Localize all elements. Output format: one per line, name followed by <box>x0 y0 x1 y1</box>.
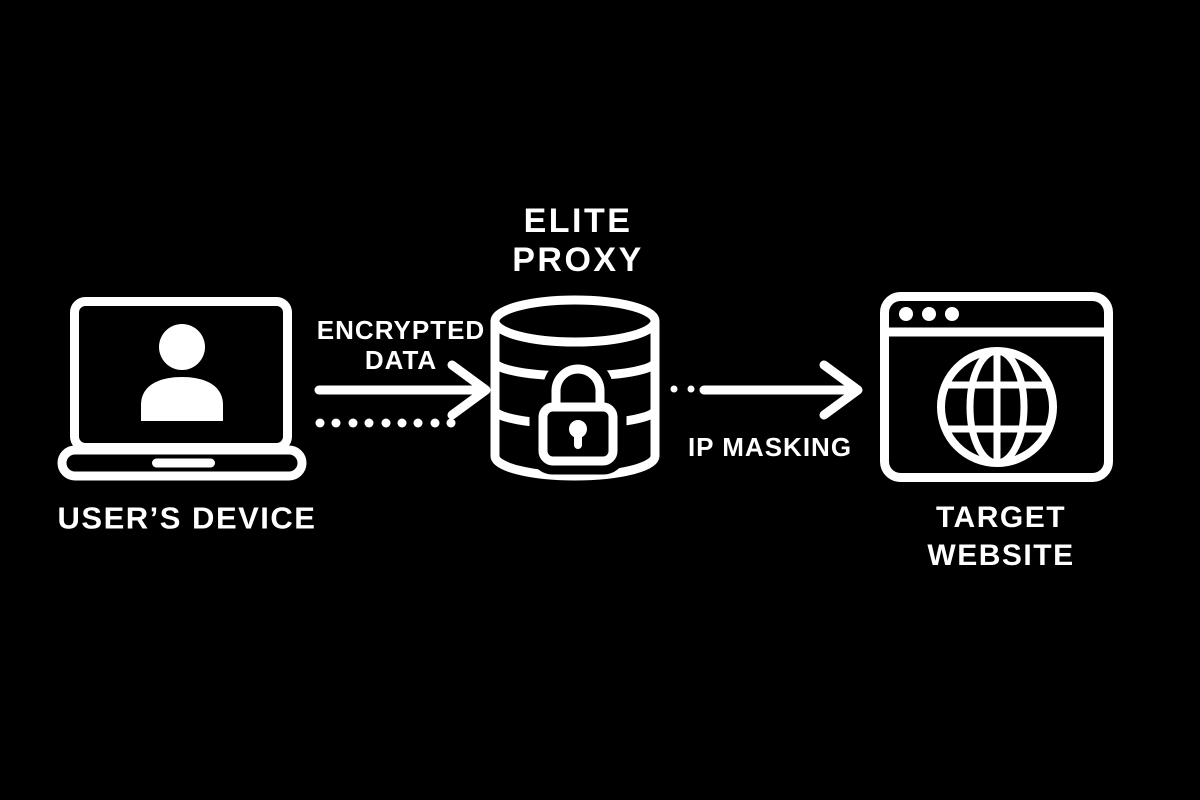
arrow-head <box>819 360 863 420</box>
person-body <box>141 377 223 421</box>
encrypted-data-arrow <box>314 360 491 420</box>
encrypted-data-label: ENCRYPTED DATA <box>316 315 486 375</box>
laptop-base <box>57 445 307 481</box>
lock-shackle <box>551 364 605 407</box>
database-bottom <box>490 455 660 481</box>
laptop-screen <box>70 297 292 452</box>
browser-icon <box>880 292 1113 482</box>
ip-masking-arrow <box>699 360 863 420</box>
database-icon <box>490 295 660 481</box>
browser-frame <box>880 292 1113 482</box>
person-head <box>159 324 205 370</box>
lock-icon <box>529 355 627 475</box>
elite-proxy-label: ELITE PROXY <box>512 202 644 279</box>
browser-window-dots <box>899 307 959 321</box>
person-icon <box>141 324 223 421</box>
ip-masking-label: IP MASKING <box>687 432 853 463</box>
database-top <box>490 295 660 347</box>
target-website-label: TARGET WEBSITE <box>927 501 1075 572</box>
encrypted-data-dotted-line <box>315 418 456 428</box>
arrow-head <box>447 360 491 420</box>
laptop-icon <box>57 297 307 481</box>
globe-icon <box>937 347 1057 467</box>
user-device-label: USER’S DEVICE <box>57 500 317 536</box>
lock-keyhole <box>569 420 587 449</box>
laptop-notch <box>152 458 215 468</box>
ip-masking-dots <box>670 385 695 393</box>
